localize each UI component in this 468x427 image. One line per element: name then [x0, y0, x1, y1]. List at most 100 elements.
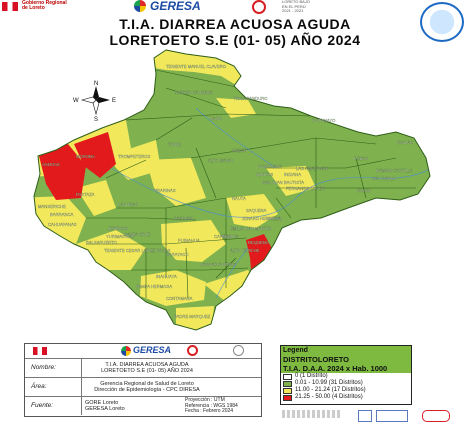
loreto-map: N S E W: [33, 49, 431, 331]
district-label: URARINAS: [154, 188, 176, 193]
gob-regional-logo: Gobierno Regional de Loreto: [22, 0, 67, 11]
district-label: PUNCHANA: [258, 164, 282, 169]
geresa-logo: GERESA: [150, 0, 201, 13]
district-urarinas: [146, 158, 206, 206]
footer-logos: [282, 408, 462, 422]
red-seal-icon: [252, 0, 266, 14]
footer-text-block: [282, 410, 342, 418]
legend-item: 0.01 - 10.99 (31 Distritos): [281, 380, 411, 387]
district-label: ANDOAS: [42, 162, 60, 167]
district-label: JENARO HERRERA: [242, 216, 281, 221]
district-trompeteros: [108, 140, 161, 180]
compass: N S E W: [73, 81, 116, 123]
info-logos: GERESA: [25, 344, 261, 359]
red-seal-small-icon: [187, 345, 198, 356]
district-label: PAMPA HERMOSA: [136, 284, 172, 289]
district-label: NAUTA: [232, 196, 246, 201]
district-label: TIGRE: [168, 142, 181, 147]
district-label: REQUENA: [248, 240, 269, 245]
district-label: VARGAS GUERRA: [200, 262, 236, 267]
footer-logo-icon: [358, 410, 372, 422]
district-label: SAN JUAN BAUTISTA: [262, 180, 304, 185]
district-label: PUTUMAYO: [312, 118, 336, 123]
header-small-text: LORETO BAJO EN EL PERÚ 2021 - 2021: [282, 0, 310, 13]
header-logos: Gobierno Regional de Loreto GERESA LORET…: [0, 0, 468, 14]
district-label: TENIENTE MANUEL CLAVERO: [166, 64, 227, 69]
geresa-mark-small-icon: [121, 346, 131, 356]
seal-small-icon: [233, 345, 244, 356]
geresa-mark-icon: [134, 0, 146, 12]
legend-title2: T.I.A. D.A.A. 2024 x Hab. 1000: [281, 364, 411, 373]
district-nauta: [226, 194, 278, 228]
district-label: SAN PABLO: [372, 176, 396, 181]
info-box: GERESA Nombre: T.I.A. DIARREA ACUOSA AGU…: [24, 343, 262, 417]
district-label: EMILIO SAN MARTIN: [230, 226, 271, 231]
district-label: INAHUAYA: [156, 274, 177, 279]
geresa-small-logo: GERESA: [133, 345, 172, 355]
district-padre-marquez: [176, 306, 214, 330]
map-legend: Legend DISTRITOLORETO T.I.A. D.A.A. 2024…: [280, 345, 412, 405]
district-label: CAPELO: [214, 234, 232, 239]
compass-s-label: S: [94, 117, 98, 123]
district-contamana: [140, 270, 206, 306]
district-label: SARAYACU: [166, 252, 188, 257]
district-label: INDIANA: [284, 172, 301, 177]
compass-n-label: N: [94, 81, 98, 87]
footer-logo-icon: [422, 410, 450, 422]
compass-w-label: W: [73, 98, 79, 104]
district-morona: [74, 132, 116, 178]
district-label: LAGUNAS: [118, 202, 138, 207]
district-torres-causana: [166, 88, 226, 120]
district-label: MORONA: [76, 154, 95, 159]
district-label: PUINAHUA: [178, 238, 200, 243]
loreto-outline: [33, 49, 431, 331]
legend-swatch-red: [283, 394, 292, 401]
district-label: SOPLIN: [266, 216, 281, 221]
district-parinari: [161, 220, 226, 262]
district-label: TROMPETEROS: [118, 154, 151, 159]
district-label: PEBAS: [354, 156, 368, 161]
district-label: BALSAPUERTO: [86, 240, 118, 245]
district-label: ALTO NANAY: [208, 158, 234, 163]
district-label: CONTAMANA: [166, 296, 193, 301]
rivers: [110, 107, 429, 299]
district-label: TENIENTE CESAR LOPEZ ROJAS: [104, 248, 171, 253]
legend-title1: DISTRITOLORETO: [281, 355, 411, 364]
legend-item: 11.00 - 21.24 (17 Distritos): [281, 387, 411, 394]
info-row-nombre: Nombre: T.I.A. DIARREA ACUOSA AGUDA LORE…: [25, 359, 261, 378]
district-label: IQUITOS: [256, 172, 273, 177]
map-title-line2: LORETOETO S.E (01- 05) AÑO 2024: [109, 32, 361, 48]
legend-swatch-yellow: [283, 387, 292, 394]
district-label: SAQUENA: [246, 208, 267, 213]
district-label: SANTA CRUZ: [124, 232, 151, 237]
map-title-line1: T.I.A. DIARREA ACUOSA AGUDA: [119, 16, 351, 32]
district-rosa-panduro: [216, 98, 256, 118]
footer-logo-icon: [376, 410, 408, 422]
legend-swatch-white: [283, 373, 292, 380]
legend-head: Legend: [281, 346, 411, 355]
peru-flag-small-icon: [33, 347, 47, 355]
peru-flag-icon: [2, 2, 18, 11]
district-label: PADRE MARQUEZ: [174, 314, 211, 319]
district-andoas: [38, 144, 86, 200]
district-label: TORRES CAUSANA: [174, 90, 213, 95]
district-label: PASTAZA: [76, 192, 95, 197]
district-label: PARINARI: [174, 216, 193, 221]
district-label: BARRANCA: [50, 212, 73, 217]
legend-item: 21.25 - 50.00 (4 Distritos): [281, 394, 411, 401]
district-pastaza: [76, 180, 116, 216]
district-label: MANSERICHE: [38, 204, 66, 209]
map-area: N S E W: [16, 48, 456, 334]
district-label: JEBEROS: [108, 226, 128, 231]
district-label: YAGUAS: [396, 140, 413, 145]
district-label: ALTO TAPICHE: [230, 248, 260, 253]
district-label: LAS AMAZONAS: [296, 166, 329, 171]
district-borders: [86, 69, 416, 299]
department-seal-icon: [420, 2, 464, 42]
district-label: YAVARI: [356, 188, 370, 193]
district-indiana: [266, 166, 316, 196]
district-label: NAPO: [210, 116, 223, 121]
district-label: FERNANDO LORES: [286, 186, 325, 191]
